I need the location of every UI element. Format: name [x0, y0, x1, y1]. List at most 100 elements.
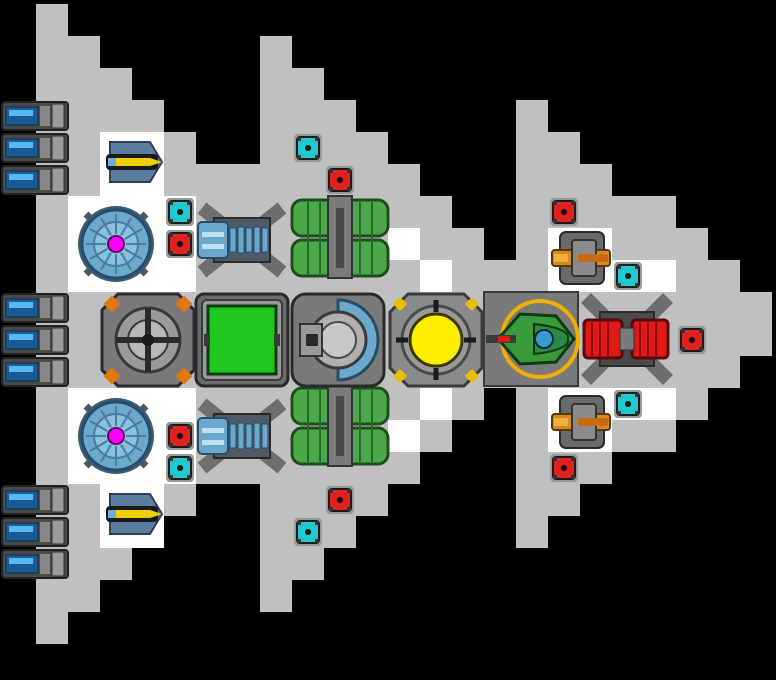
main-engine-module[interactable]: [100, 292, 196, 388]
hull-tile: [132, 100, 164, 132]
thruster-module[interactable]: [1, 517, 69, 547]
hull-tile: [516, 100, 548, 132]
hull-tile: [516, 132, 548, 164]
hull-tile: [708, 356, 740, 388]
hull-tile: [420, 228, 452, 260]
armor-node-icon[interactable]: [550, 198, 578, 226]
hull-tile: [452, 260, 484, 292]
thruster-module[interactable]: [1, 485, 69, 515]
ion-cannon-module[interactable]: [197, 202, 287, 278]
hull-tile: [516, 420, 548, 452]
power-core-module[interactable]: [388, 292, 484, 388]
hull-tile: [452, 228, 484, 260]
hull-tile: [452, 388, 484, 420]
armor-node-icon[interactable]: [326, 486, 354, 514]
hull-tile: [260, 164, 292, 196]
hull-tile: [260, 36, 292, 68]
thruster-module[interactable]: [1, 101, 69, 131]
module-cell-highlight: [420, 388, 452, 420]
armor-node-icon[interactable]: [550, 454, 578, 482]
hull-tile: [740, 324, 772, 356]
hull-tile: [260, 132, 292, 164]
shield-generator-module[interactable]: [78, 398, 154, 474]
hull-tile: [676, 228, 708, 260]
hull-tile: [228, 260, 260, 292]
hull-tile: [580, 164, 612, 196]
thruster-module[interactable]: [1, 357, 69, 387]
hull-tile: [260, 516, 292, 548]
hull-tile: [548, 484, 580, 516]
hull-tile: [324, 100, 356, 132]
shield-generator-module[interactable]: [78, 206, 154, 282]
missile-launcher-module[interactable]: [106, 141, 164, 183]
thruster-module[interactable]: [1, 549, 69, 579]
armor-node-icon[interactable]: [678, 326, 706, 354]
hull-tile: [356, 484, 388, 516]
hull-tile: [292, 100, 324, 132]
energy-node-icon[interactable]: [294, 134, 322, 162]
hull-tile: [708, 260, 740, 292]
hull-tile: [36, 260, 68, 292]
armor-node-icon[interactable]: [166, 230, 194, 258]
heavy-laser-module[interactable]: [581, 293, 673, 385]
fuel-tank-module[interactable]: [290, 195, 390, 279]
hull-tile: [164, 164, 196, 196]
energy-node-icon[interactable]: [614, 390, 642, 418]
hull-tile: [68, 132, 100, 164]
missile-launcher-module[interactable]: [106, 493, 164, 535]
module-cell-highlight: [388, 228, 420, 260]
armor-node-icon[interactable]: [166, 422, 194, 450]
fuel-tank-module[interactable]: [290, 383, 390, 467]
ion-cannon-module[interactable]: [197, 398, 287, 474]
hull-tile: [420, 196, 452, 228]
energy-node-icon[interactable]: [294, 518, 322, 546]
hull-tile: [36, 196, 68, 228]
thruster-module[interactable]: [1, 325, 69, 355]
hull-tile: [228, 164, 260, 196]
energy-node-icon[interactable]: [166, 198, 194, 226]
hull-tile: [68, 516, 100, 548]
hull-tile: [68, 548, 100, 580]
hull-tile: [324, 132, 356, 164]
hull-tile: [68, 292, 100, 324]
hull-tile: [68, 484, 100, 516]
thruster-module[interactable]: [1, 133, 69, 163]
hull-tile: [420, 420, 452, 452]
hull-tile: [260, 484, 292, 516]
autocannon-module[interactable]: [551, 231, 611, 285]
hull-tile: [644, 420, 676, 452]
hull-tile: [548, 132, 580, 164]
armor-node-icon[interactable]: [326, 166, 354, 194]
hull-tile: [356, 164, 388, 196]
hull-tile: [548, 164, 580, 196]
hull-tile: [100, 68, 132, 100]
hull-tile: [676, 260, 708, 292]
thruster-module[interactable]: [1, 165, 69, 195]
energy-node-icon[interactable]: [166, 454, 194, 482]
hull-tile: [292, 548, 324, 580]
hull-tile: [516, 516, 548, 548]
autocannon-module[interactable]: [551, 395, 611, 449]
hull-tile: [580, 452, 612, 484]
hull-tile: [356, 132, 388, 164]
hull-tile: [740, 292, 772, 324]
hull-tile: [36, 4, 68, 36]
command-bridge-module[interactable]: [194, 292, 290, 388]
hull-tile: [36, 580, 68, 612]
sensor-array-module[interactable]: [290, 292, 386, 388]
hull-tile: [484, 260, 516, 292]
plasma-turret-module[interactable]: [483, 291, 580, 387]
hull-tile: [68, 580, 100, 612]
hull-tile: [260, 548, 292, 580]
hull-tile: [516, 484, 548, 516]
hull-tile: [68, 100, 100, 132]
hull-tile: [68, 164, 100, 196]
thruster-module[interactable]: [1, 293, 69, 323]
hull-tile: [676, 292, 708, 324]
hull-tile: [292, 68, 324, 100]
hull-tile: [68, 68, 100, 100]
hull-tile: [68, 324, 100, 356]
ship-modules[interactable]: [1, 101, 706, 579]
energy-node-icon[interactable]: [614, 262, 642, 290]
